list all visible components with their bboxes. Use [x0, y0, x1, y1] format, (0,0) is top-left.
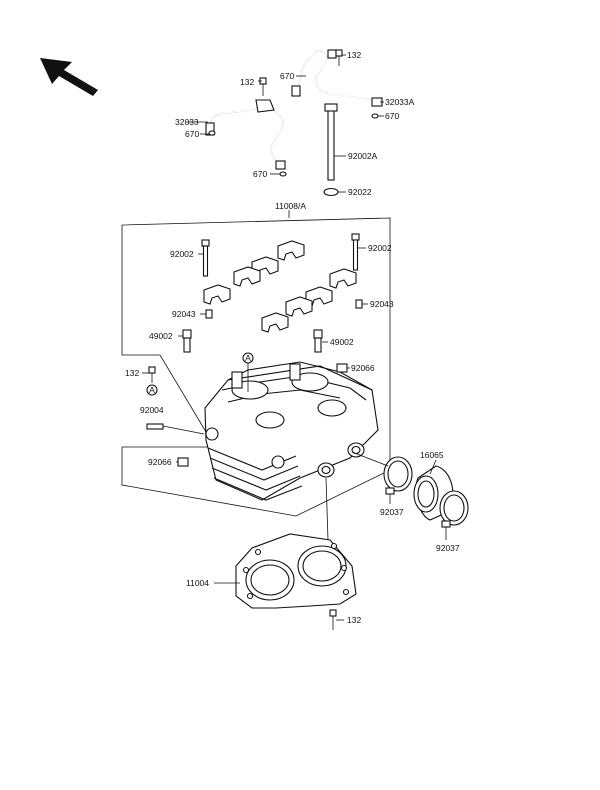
clamp-92037-b — [439, 490, 469, 528]
label-92002a: 92002A — [348, 151, 378, 161]
front-arrow-icon — [40, 58, 98, 96]
plug-92066-left — [177, 457, 189, 467]
label-670-d: 670 — [253, 169, 267, 179]
label-32033a: 32033A — [385, 97, 415, 107]
label-92043-right: 92043 — [370, 299, 394, 309]
label-92066-left: 92066 — [148, 457, 172, 467]
dowel-92043-left — [205, 309, 213, 319]
ref-a-label-2: A — [149, 385, 155, 395]
head-gasket-11004 — [235, 533, 357, 609]
ref-a-marker-2: A — [146, 384, 158, 396]
label-49002-left: 49002 — [149, 331, 173, 341]
dowel-92043-right — [355, 299, 363, 309]
washer-670-c — [371, 113, 379, 119]
label-16065: 16065 — [420, 450, 444, 460]
stud-92002a — [324, 103, 338, 181]
bolt-92002-right — [351, 233, 360, 271]
bolt-132-bottom — [329, 609, 337, 630]
label-92037-a: 92037 — [380, 507, 404, 517]
ref-a-marker-1: A — [242, 352, 254, 392]
cylinder-head — [204, 361, 379, 501]
washer-670-a — [208, 130, 216, 136]
plug-49002-right — [313, 329, 323, 353]
label-92004: 92004 — [140, 405, 164, 415]
bolt-132-top — [335, 49, 343, 66]
oil-pipe-left — [205, 99, 286, 170]
label-92002-left: 92002 — [170, 249, 194, 259]
label-92066-right: 92066 — [351, 363, 375, 373]
label-670-a: 670 — [280, 71, 294, 81]
label-92022: 92022 — [348, 187, 372, 197]
label-11004: 11004 — [186, 578, 209, 588]
label-670-c: 670 — [385, 111, 399, 121]
leader-lines — [142, 54, 447, 621]
assembly-frame — [121, 217, 391, 517]
washer-670-b — [279, 171, 287, 177]
plug-92066-right — [336, 363, 348, 373]
label-92002-right: 92002 — [368, 243, 392, 253]
bolt-132-mid — [148, 366, 156, 383]
ref-a-label-1: A — [245, 353, 251, 363]
camshaft-caps — [203, 240, 357, 333]
label-132-top: 132 — [347, 50, 361, 60]
washer-92022 — [323, 187, 339, 197]
label-132-left: 132 — [240, 77, 254, 87]
plug-49002-left — [182, 329, 192, 353]
label-92037-b: 92037 — [436, 543, 460, 553]
oil-pipe-right — [291, 49, 383, 107]
label-132-bottom: 132 — [347, 615, 361, 625]
label-49002-right: 49002 — [330, 337, 354, 347]
label-670-b: 670 — [185, 129, 199, 139]
clamp-92037-a — [383, 456, 413, 495]
label-132-mid: 132 — [125, 368, 139, 378]
label-32033: 32033 — [175, 117, 199, 127]
label-92043-left: 92043 — [172, 309, 196, 319]
stud-92004 — [146, 423, 205, 435]
label-11008a: 11008/A — [275, 201, 306, 211]
bolt-92002-left — [201, 239, 210, 277]
